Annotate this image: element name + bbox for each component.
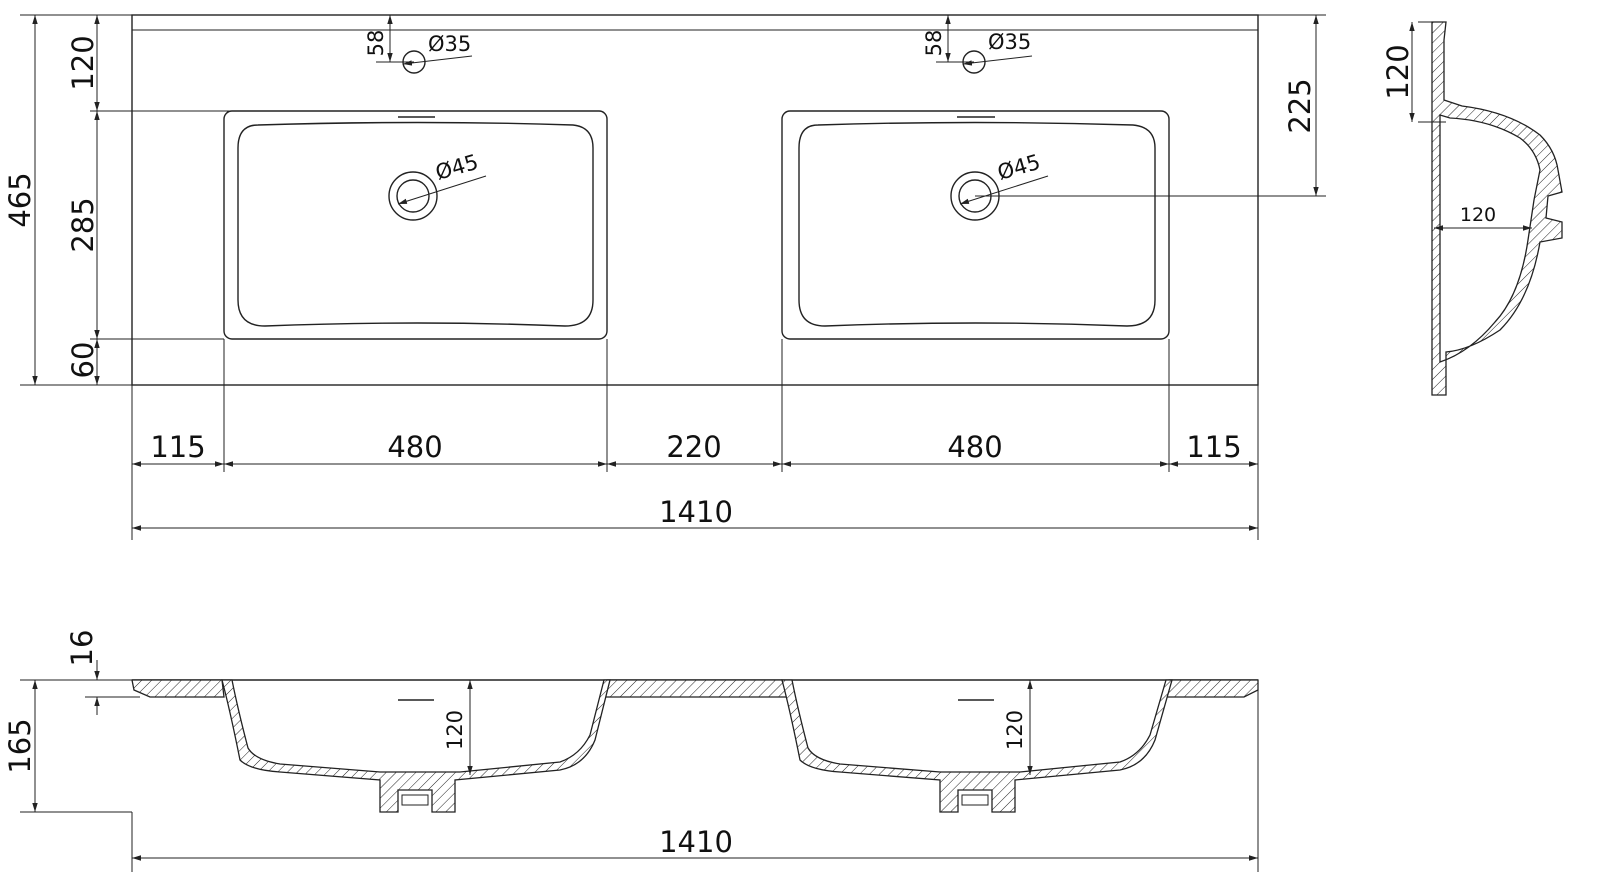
dim-front-margin: 60 (66, 342, 100, 379)
basin-left (223, 50, 608, 340)
dim-thickness: 16 (65, 630, 99, 667)
top-view: 465 120 285 60 58 58 Ø35 Ø35 Ø45 Ø45 225… (3, 14, 1326, 540)
tap-hole-left-label: Ø35 (428, 32, 471, 56)
dim-width-2: 480 (387, 430, 442, 464)
front-dim-total-width: 1410 (659, 825, 733, 859)
tap-hole-right-label: Ø35 (988, 30, 1031, 54)
dim-width-4: 480 (947, 430, 1002, 464)
dim-tap-offset-right: 58 (922, 30, 946, 57)
basin-right (781, 50, 1170, 340)
basin-section-left (221, 679, 611, 813)
dim-width-1: 115 (150, 430, 205, 464)
dim-width-3: 220 (666, 430, 721, 464)
drain-icon (388, 171, 438, 221)
side-dim-depth: 120 (1460, 204, 1496, 226)
dimension-lines (32, 15, 1319, 531)
dim-back-to-basin: 120 (66, 35, 100, 90)
front-section: 16 165 120 120 1410 (3, 630, 1259, 872)
side-dim-height: 120 (1381, 44, 1415, 99)
side-profile (1431, 21, 1563, 396)
dim-width-5: 115 (1186, 430, 1241, 464)
dim-basin-height-left: 120 (443, 710, 467, 750)
side-view: 120 120 (1381, 21, 1563, 396)
countertop-outline (131, 14, 1259, 386)
dim-total-depth: 465 (3, 172, 37, 227)
dim-basin-depth: 285 (66, 197, 100, 252)
extension-lines (20, 14, 1326, 540)
dim-total-width: 1410 (659, 495, 733, 529)
basin-section-right (781, 679, 1173, 813)
dim-total-height: 165 (3, 718, 37, 773)
dim-drain-position: 225 (1283, 78, 1317, 133)
dim-tap-offset-left: 58 (364, 30, 388, 57)
dim-basin-height-right: 120 (1003, 710, 1027, 750)
